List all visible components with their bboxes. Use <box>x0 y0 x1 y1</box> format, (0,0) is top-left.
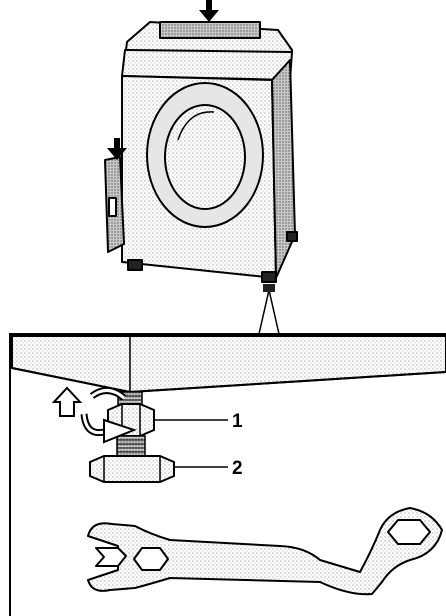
machine-side <box>271 59 296 279</box>
detergent-drawer <box>159 21 261 39</box>
press-arrow-icon <box>107 138 127 160</box>
washing-machine <box>104 21 298 283</box>
wrench-ring-end <box>387 519 431 545</box>
door-glass-highlight <box>177 111 215 141</box>
wrench-open-end <box>95 547 127 567</box>
machine-foot-back <box>286 231 298 242</box>
machine-underside <box>11 335 446 394</box>
press-arrow-icon <box>199 0 219 22</box>
control-panel <box>121 49 293 81</box>
callout-2-label: 2 <box>232 458 243 479</box>
zoom-target <box>263 284 275 292</box>
wrench-icon <box>87 507 443 596</box>
detail-view: 1 2 <box>9 333 446 616</box>
callout-1-label: 1 <box>232 411 243 432</box>
zoom-indicator <box>258 289 280 335</box>
detail-frame <box>9 333 446 616</box>
adjustable-foot <box>89 455 175 483</box>
rotate-arrow-icon <box>80 387 137 444</box>
flap-handle <box>108 197 117 217</box>
wrench-hex-hole <box>133 547 169 571</box>
door-glass <box>164 104 246 210</box>
machine-foot-left <box>127 259 143 271</box>
machine-foot-right <box>261 271 277 283</box>
lift-arrow-icon <box>51 386 83 417</box>
